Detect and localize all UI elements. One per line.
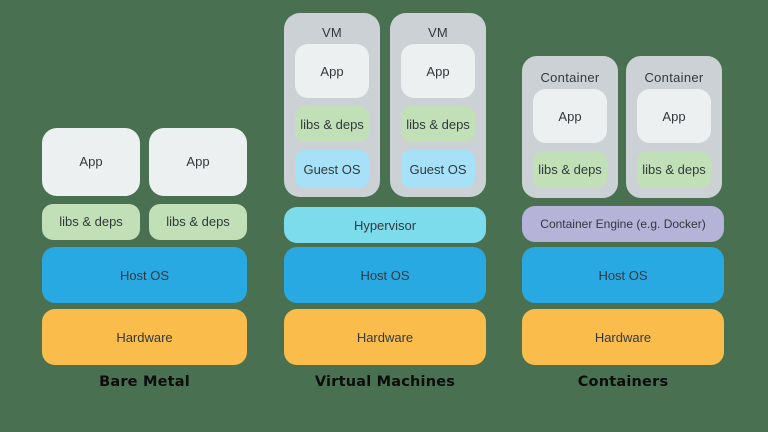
vm-box-1: VM App libs & deps Guest OS — [284, 13, 380, 197]
vm-guest-os-box: Guest OS — [401, 150, 475, 188]
vm-hardware-bar: Hardware — [284, 309, 486, 365]
vm-app-box: App — [401, 44, 475, 98]
bare-metal-label: Bare Metal — [99, 374, 190, 390]
bare-metal-app-box-1: App — [42, 128, 140, 196]
containers-hardware-bar: Hardware — [522, 309, 724, 365]
vm-title: VM — [321, 25, 343, 40]
vm-guest-os-box: Guest OS — [295, 150, 369, 188]
vm-box-2: VM App libs & deps Guest OS — [390, 13, 486, 197]
bare-metal-hardware-bar: Hardware — [42, 309, 247, 365]
virtual-machines-label: Virtual Machines — [314, 374, 456, 390]
vm-libs-box: libs & deps — [295, 106, 369, 142]
vm-title: VM — [427, 25, 449, 40]
bare-metal-libs-box-1: libs & deps — [42, 204, 140, 240]
container-app-box: App — [533, 89, 607, 143]
bare-metal-libs-box-2: libs & deps — [149, 204, 247, 240]
vm-libs-box: libs & deps — [401, 106, 475, 142]
container-app-box: App — [637, 89, 711, 143]
container-box-1: Container App libs & deps — [522, 56, 618, 198]
bare-metal-app-box-2: App — [149, 128, 247, 196]
container-libs-box: libs & deps — [533, 151, 607, 188]
container-title: Container — [540, 69, 600, 85]
container-libs-box: libs & deps — [637, 151, 711, 188]
hypervisor-bar: Hypervisor — [284, 207, 486, 243]
containers-host-os-bar: Host OS — [522, 247, 724, 303]
vm-app-box: App — [295, 44, 369, 98]
container-title: Container — [644, 69, 704, 85]
container-engine-bar: Container Engine (e.g. Docker) — [522, 206, 724, 242]
containers-label: Containers — [577, 374, 669, 390]
bare-metal-host-os-bar: Host OS — [42, 247, 247, 303]
vm-host-os-bar: Host OS — [284, 247, 486, 303]
container-box-2: Container App libs & deps — [626, 56, 722, 198]
